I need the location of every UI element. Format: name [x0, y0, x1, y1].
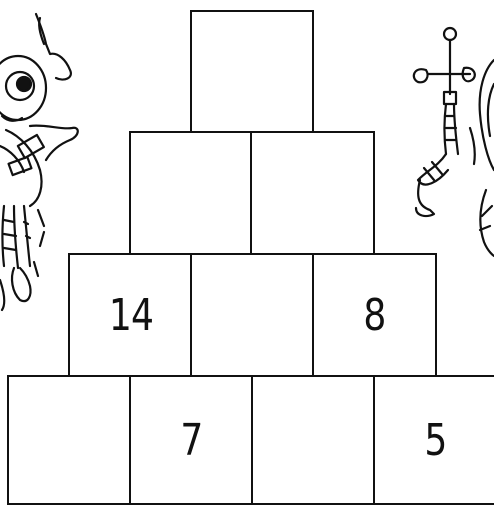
pyramid-row4-cell2-value: 7: [180, 415, 202, 466]
pyramid-row4-cell4-value: 5: [424, 415, 446, 466]
pyramid-row3-cell1-value: 14: [108, 290, 152, 341]
pyramid-row3-cell3-value: 8: [363, 290, 385, 341]
pyramid-row3-cell3[interactable]: 8: [312, 253, 437, 378]
pyramid-row3-cell2[interactable]: [190, 253, 315, 378]
pyramid-row4-cell2[interactable]: 7: [129, 375, 254, 505]
pyramid-row2-cell2[interactable]: [250, 131, 375, 255]
pyramid-row2-cell1[interactable]: [129, 131, 253, 255]
cartoon-robot-icon: [404, 20, 494, 280]
pyramid-row4-cell3[interactable]: [251, 375, 376, 505]
pyramid-row4-cell4[interactable]: 5: [373, 375, 494, 505]
pyramid-row3-cell1[interactable]: 14: [68, 253, 193, 378]
pyramid-row1-cell1[interactable]: [190, 10, 314, 134]
pyramid-row4-cell1[interactable]: [7, 375, 132, 505]
